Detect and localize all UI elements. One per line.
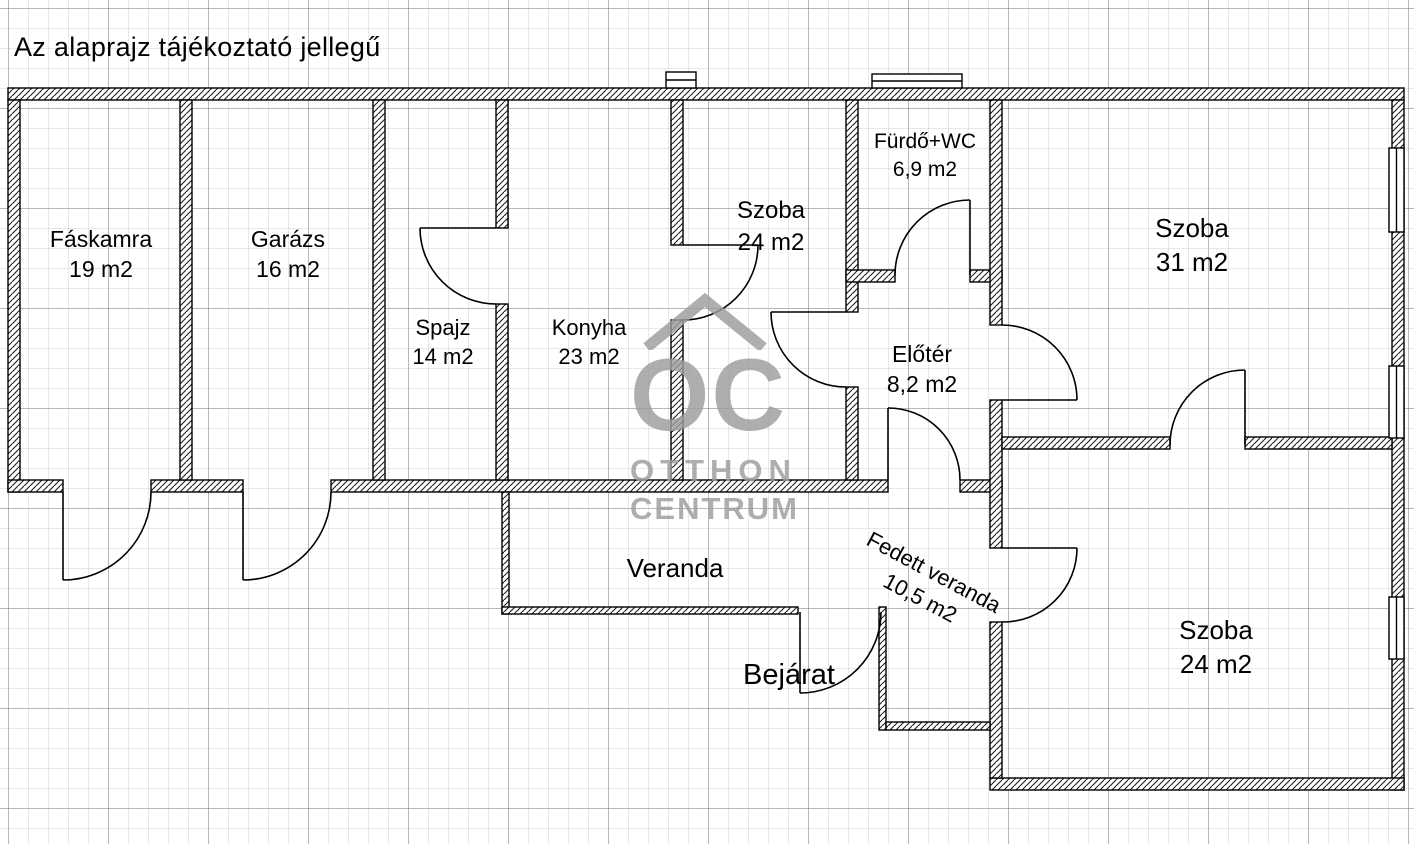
room-label-szoba-31: Szoba 31 m2 [1102, 211, 1282, 280]
wall-faskamra-garazs [179, 99, 193, 481]
room-name: Konyha [551, 315, 627, 340]
door-eloter-veranda [887, 407, 961, 481]
room-area: 24 m2 [737, 228, 805, 256]
door-veranda-szoba24 [1001, 547, 1078, 623]
wall-veranda-szoba24-c [989, 621, 1003, 779]
door-eloter-szoba31 [1001, 324, 1078, 401]
wall-veranda-step [878, 606, 887, 731]
room-area: 16 m2 [256, 256, 320, 283]
door-faskamra [62, 491, 152, 581]
plan-disclaimer-title: Az alaprajz tájékoztató jellegű [14, 32, 381, 62]
wall-szoba-eloter-a [845, 99, 859, 313]
wall-bottom-right [989, 777, 1405, 791]
room-area: 19 m2 [69, 256, 133, 283]
wall-left [7, 99, 21, 493]
wall-top [7, 87, 1405, 101]
wall-fedett-veranda-bottom [885, 721, 991, 731]
walls [7, 87, 1405, 791]
wall-spajz-konyha-b [495, 303, 509, 481]
room-area: 8,2 m2 [886, 371, 958, 398]
chimney-mark [665, 71, 697, 89]
wall-szoba31-szoba24-a [1001, 436, 1171, 450]
room-area: 6,9 m2 [892, 157, 958, 181]
room-area: 31 m2 [1155, 247, 1229, 278]
door-spajz [419, 227, 497, 305]
door-bejarat [799, 611, 882, 694]
room-name: Szoba [1155, 213, 1229, 243]
wall-veranda-bottom [501, 606, 799, 615]
room-label-furdo-wc: Fürdő+WC 6,9 m2 [835, 128, 1015, 183]
room-label-szoba-del: Szoba 24 m2 [1126, 613, 1306, 682]
door-garazs [242, 491, 332, 581]
room-name: Veranda [626, 553, 724, 583]
wall-spajz-konyha-a [495, 99, 509, 229]
window-right-1 [1388, 147, 1405, 233]
wall-veranda-left [501, 491, 510, 615]
wall-eloter-szoba31-b [989, 399, 1003, 549]
room-label-eloter: Előtér 8,2 m2 [832, 339, 1012, 400]
room-name: Fáskamra [49, 226, 153, 252]
room-name: Szoba [736, 197, 806, 224]
windows [665, 71, 1405, 660]
door-szoba31-szoba24 [1169, 369, 1246, 446]
room-label-konyha: Konyha 23 m2 [499, 313, 679, 371]
room-label-szoba-eszak: Szoba 24 m2 [681, 195, 861, 258]
room-label-garazs: Garázs 16 m2 [198, 224, 378, 285]
wall-bottom-c [330, 479, 889, 493]
wall-eloter-szoba31-a [989, 99, 1003, 326]
room-name: Fürdő+WC [873, 130, 977, 153]
window-right-2 [1388, 365, 1405, 439]
wall-szoba31-szoba24-b [1244, 436, 1393, 450]
room-name: Garázs [250, 226, 326, 252]
room-name: Szoba [1179, 615, 1253, 645]
door-furdo [894, 199, 971, 276]
wall-bottom-b [150, 479, 244, 493]
wall-garazs-spajz [372, 99, 386, 481]
room-area: 23 m2 [558, 344, 620, 370]
room-area: 14 m2 [412, 344, 474, 370]
room-name: Előtér [891, 341, 953, 367]
room-label-veranda: Veranda [585, 551, 765, 585]
wall-furdo-eloter-a [845, 269, 896, 283]
room-label-spajz: Spajz 14 m2 [353, 313, 533, 371]
entrance-label: Bejárat [743, 659, 835, 691]
wall-bottom-a [7, 479, 64, 493]
door-eloter-szoba [770, 311, 847, 388]
wall-szoba-eloter-b [845, 386, 859, 481]
window-right-3 [1388, 596, 1405, 660]
wall-konyha-szoba-a [670, 99, 684, 246]
room-name: Spajz [415, 315, 471, 340]
window-furdo [871, 73, 963, 89]
room-label-faskamra: Fáskamra 19 m2 [11, 224, 191, 285]
room-area: 24 m2 [1179, 649, 1253, 680]
